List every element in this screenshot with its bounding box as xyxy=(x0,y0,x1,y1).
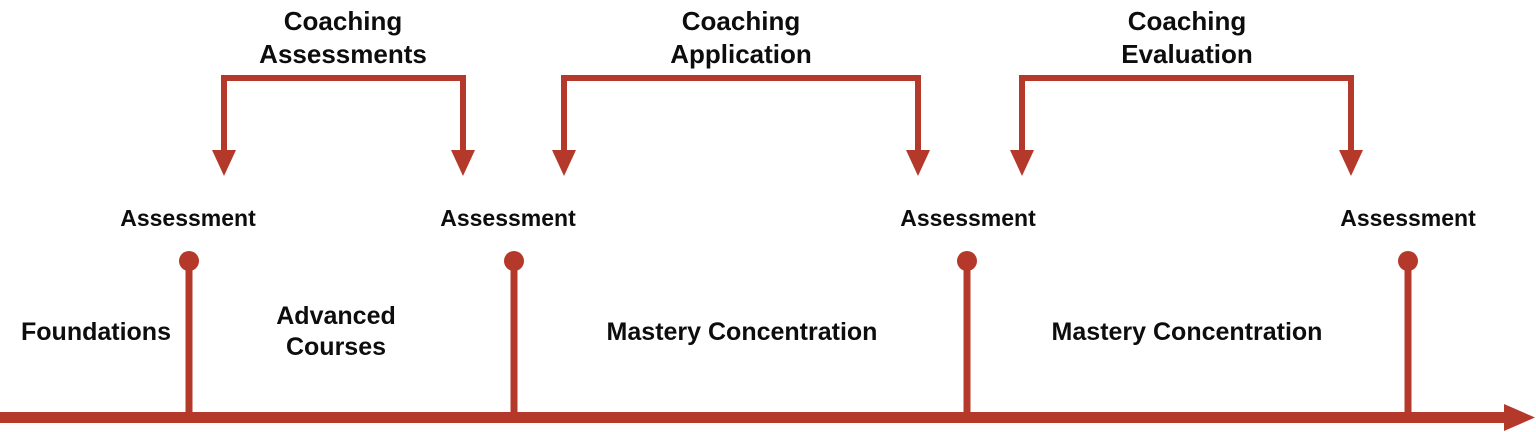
milestone-label-assessment-4: Assessment xyxy=(1340,205,1476,231)
milestone-label-assessment-1: Assessment xyxy=(120,205,256,231)
milestone-dot-icon xyxy=(179,251,199,271)
timeline-arrowhead-icon xyxy=(1504,404,1535,431)
down-arrow-icon xyxy=(1339,150,1363,176)
bracket-label-coaching-assessments: Coaching Assessments xyxy=(259,6,427,69)
down-arrow-icon xyxy=(451,150,475,176)
timeline-axis xyxy=(0,404,1535,431)
down-arrow-icon xyxy=(906,150,930,176)
down-arrow-icon xyxy=(212,150,236,176)
milestone-marker xyxy=(1398,251,1418,417)
milestone-label-assessment-3: Assessment xyxy=(900,205,1036,231)
milestone-dot-icon xyxy=(957,251,977,271)
milestone-marker xyxy=(957,251,977,417)
phase-label-foundations: Foundations xyxy=(21,318,171,346)
bracket-coaching-evaluation xyxy=(1010,75,1363,176)
milestone-marker xyxy=(504,251,524,417)
bracket-label-coaching-application: Coaching Application xyxy=(670,6,812,69)
bracket-label-coaching-evaluation: Coaching Evaluation xyxy=(1121,6,1253,69)
phase-label-mastery-concentration-1: Mastery Concentration xyxy=(606,318,878,346)
down-arrow-icon xyxy=(1010,150,1034,176)
milestone-marker xyxy=(179,251,199,417)
bracket-coaching-assessments xyxy=(212,75,475,176)
phase-label-advanced-courses: Advanced Courses xyxy=(276,302,396,361)
down-arrow-icon xyxy=(552,150,576,176)
phase-label-mastery-concentration-2: Mastery Concentration xyxy=(1051,318,1323,346)
milestone-dot-icon xyxy=(1398,251,1418,271)
milestone-dot-icon xyxy=(504,251,524,271)
timeline-bar xyxy=(0,412,1507,423)
milestone-label-assessment-2: Assessment xyxy=(440,205,576,231)
bracket-coaching-application xyxy=(552,75,930,176)
